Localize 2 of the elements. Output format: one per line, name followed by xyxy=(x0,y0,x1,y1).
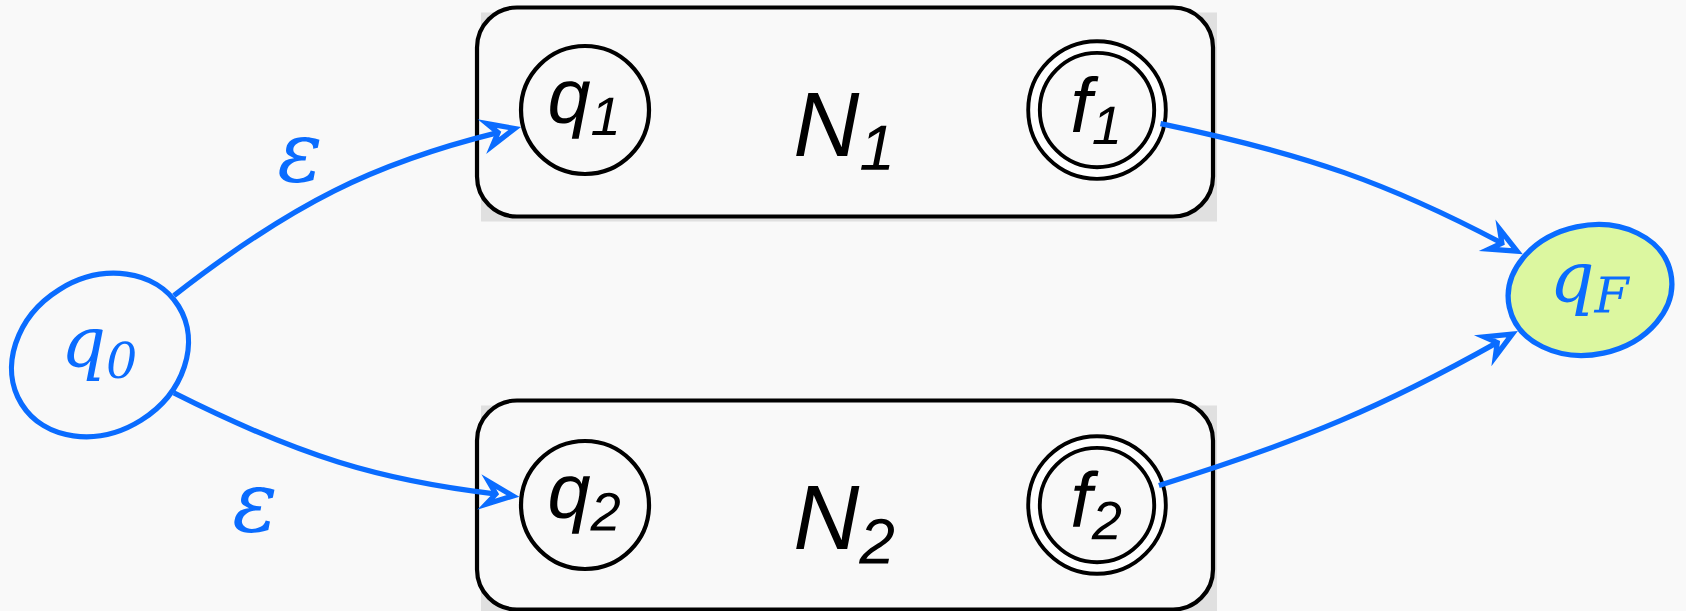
edge-label: ε xyxy=(228,483,282,537)
edge-label: ε xyxy=(273,133,327,187)
